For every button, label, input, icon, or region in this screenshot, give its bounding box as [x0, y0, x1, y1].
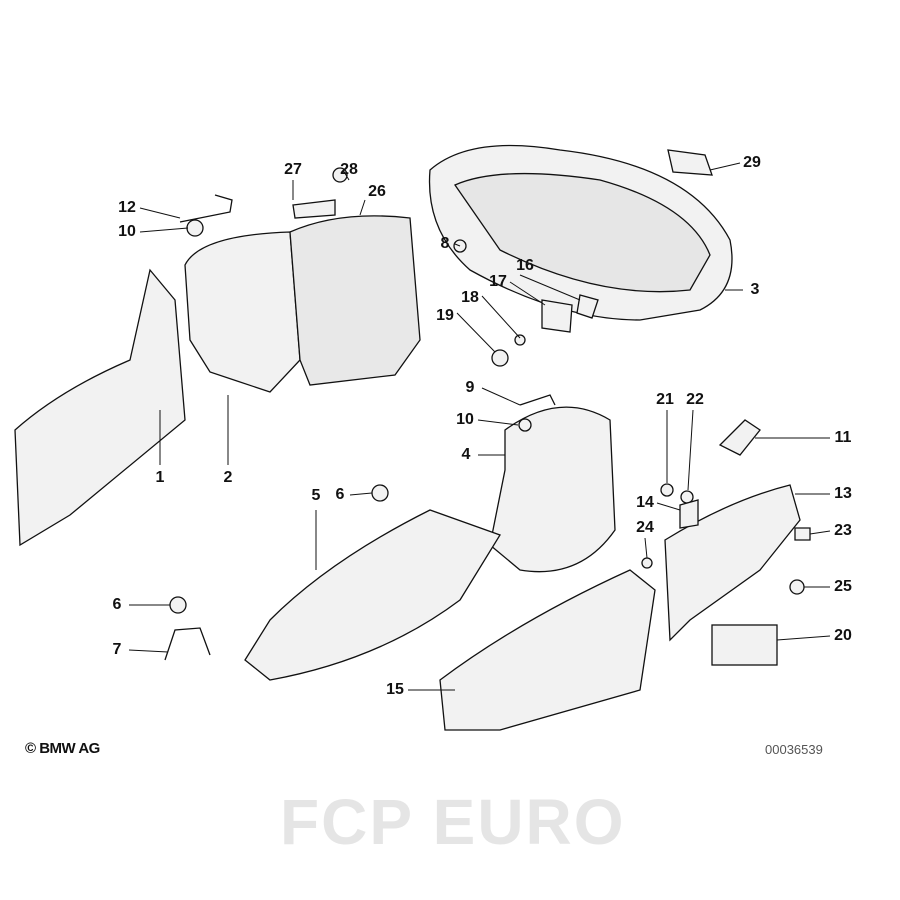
callout-6[interactable]: 6	[335, 486, 345, 503]
part-21-clip	[660, 483, 674, 497]
part-10-plug	[186, 219, 204, 237]
callout-14[interactable]: 14	[636, 494, 654, 511]
callout-16[interactable]: 16	[516, 257, 534, 274]
callout-21[interactable]: 21	[656, 391, 674, 408]
part-20-box	[711, 624, 778, 666]
callout-17[interactable]: 17	[489, 273, 507, 290]
callout-18[interactable]: 18	[461, 289, 479, 306]
callout-7[interactable]: 7	[112, 641, 122, 658]
part-15-side-trim	[439, 569, 656, 731]
callout-27[interactable]: 27	[284, 161, 302, 178]
part-7-bracket	[164, 627, 211, 661]
part-27-bracket	[292, 199, 336, 219]
part-12-bracket	[179, 194, 233, 223]
callout-25[interactable]: 25	[834, 578, 852, 595]
callout-29[interactable]: 29	[743, 154, 761, 171]
callout-9[interactable]: 9	[465, 379, 475, 396]
part-17-latch	[541, 299, 573, 333]
callout-22[interactable]: 22	[686, 391, 704, 408]
callout-19[interactable]: 19	[436, 307, 454, 324]
part-18-screw	[514, 334, 526, 346]
callout-20[interactable]: 20	[834, 627, 852, 644]
part-1-side-panel	[14, 268, 186, 547]
callout-26[interactable]: 26	[368, 183, 386, 200]
part-19-plug	[491, 349, 509, 367]
callout-23[interactable]: 23	[834, 522, 852, 539]
diagram-code: 00036539	[765, 742, 823, 757]
callout-1[interactable]: 1	[155, 469, 165, 486]
callout-28[interactable]: 28	[340, 161, 358, 178]
part-9-bracket	[519, 394, 556, 406]
part-24-screw	[641, 557, 653, 569]
callout-24[interactable]: 24	[636, 519, 654, 536]
callout-8[interactable]: 8	[440, 235, 450, 252]
part-29-handle	[667, 149, 713, 176]
callout-2[interactable]: 2	[223, 469, 233, 486]
part-5-side-trim	[244, 509, 501, 681]
part-22-washer	[680, 490, 694, 504]
part-10-plug-b	[518, 418, 532, 432]
callout-4[interactable]: 4	[461, 446, 471, 463]
leader-lines	[128, 162, 831, 691]
part-6-clip	[371, 484, 389, 502]
callout-10-b[interactable]: 10	[456, 411, 474, 428]
callout-12[interactable]: 12	[118, 199, 136, 216]
callout-15[interactable]: 15	[386, 681, 404, 698]
watermark: FCP EURO	[280, 786, 626, 858]
part-11-bracket	[718, 419, 761, 456]
part-14-clip	[679, 499, 699, 529]
part-6-clip-b	[169, 596, 187, 614]
callout-6-b[interactable]: 6	[112, 596, 122, 613]
copyright-text: © BMW AG	[25, 740, 100, 757]
callout-11[interactable]: 11	[834, 429, 852, 446]
callout-13[interactable]: 13	[834, 485, 852, 502]
part-23-cap	[794, 527, 811, 541]
part-16-clip	[576, 294, 599, 319]
part-2-trim-panel	[184, 231, 301, 393]
part-26-trim-panel	[289, 215, 421, 386]
callout-10[interactable]: 10	[118, 223, 136, 240]
callout-3[interactable]: 3	[750, 281, 760, 298]
part-4-center-trim	[489, 406, 616, 573]
callout-5[interactable]: 5	[311, 487, 321, 504]
part-25-plug	[789, 579, 805, 595]
